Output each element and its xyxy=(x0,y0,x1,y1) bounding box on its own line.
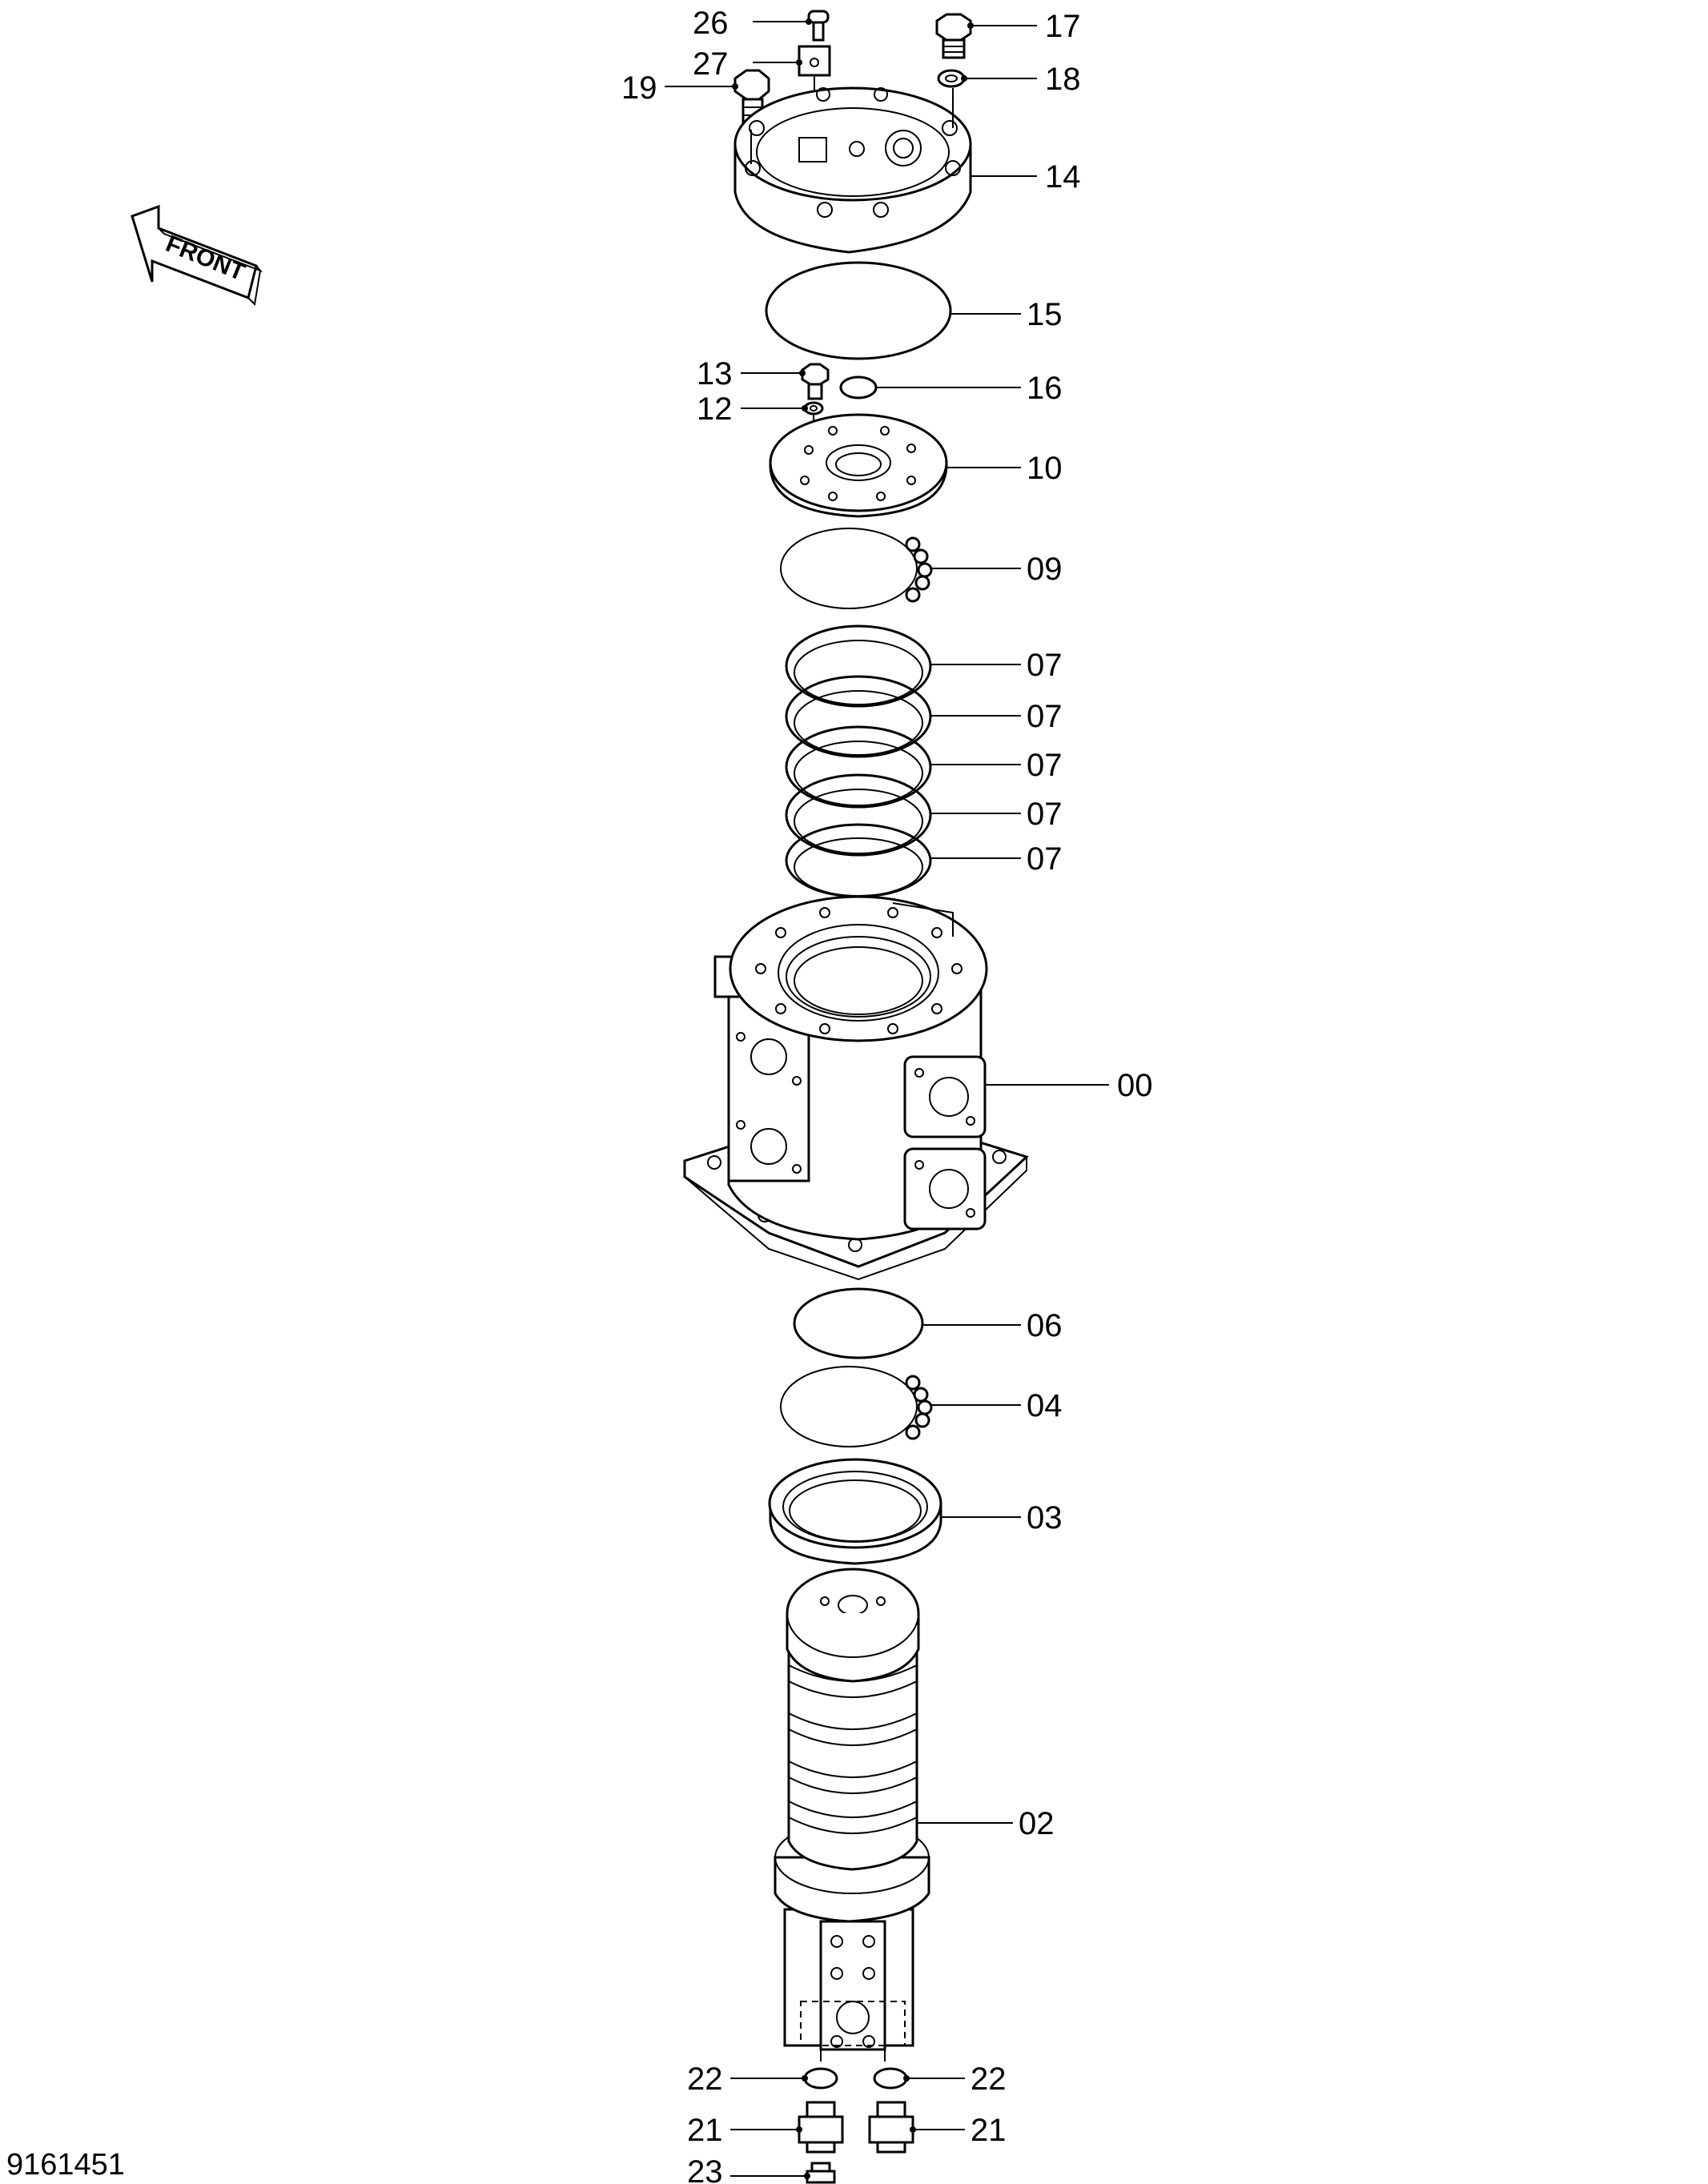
part-04-bearing-balls-icon xyxy=(780,1366,933,1447)
part-27-plate-icon xyxy=(798,45,831,77)
callout-12: 12 xyxy=(697,391,733,427)
callout-07e: 07 xyxy=(1027,841,1063,877)
part-07-seal-ring-2-icon xyxy=(785,675,932,758)
part-21-adapter-right-icon xyxy=(868,2101,914,2154)
part-07-seal-ring-3-icon xyxy=(785,725,932,809)
callout-07a: 07 xyxy=(1027,648,1063,683)
callout-13: 13 xyxy=(697,356,733,391)
callout-21b: 21 xyxy=(971,2113,1007,2148)
part-26-screw-icon xyxy=(807,10,830,42)
part-14-cover-icon xyxy=(733,86,972,254)
callout-23: 23 xyxy=(687,2154,723,2184)
part-15-o-ring-icon xyxy=(765,261,952,360)
callout-06: 06 xyxy=(1027,1308,1063,1343)
part-09-bearing-balls-icon xyxy=(780,528,933,609)
part-02-spindle-icon xyxy=(774,1568,930,2051)
part-16-o-ring-icon xyxy=(839,375,878,399)
callout-07c: 07 xyxy=(1027,748,1063,783)
part-07-seal-ring-5-icon xyxy=(785,823,932,898)
callout-14: 14 xyxy=(1045,159,1081,195)
callout-10: 10 xyxy=(1027,451,1063,486)
part-22-o-ring-left-icon xyxy=(803,2067,838,2090)
callout-02: 02 xyxy=(1019,1806,1055,1841)
callout-22b: 22 xyxy=(971,2062,1007,2097)
part-03-retainer-ring-icon xyxy=(768,1458,942,1565)
callout-22a: 22 xyxy=(687,2062,723,2097)
callout-18: 18 xyxy=(1045,62,1081,97)
callout-00: 00 xyxy=(1117,1068,1153,1103)
callout-26: 26 xyxy=(693,6,729,41)
callout-17: 17 xyxy=(1045,9,1081,44)
part-00-swivel-body-icon xyxy=(683,895,1029,1281)
part-06-o-ring-icon xyxy=(793,1287,924,1359)
part-10-plate-icon xyxy=(769,413,948,518)
part-23-plug-icon xyxy=(806,2162,836,2184)
part-21-adapter-left-icon xyxy=(798,2101,844,2154)
callout-21a: 21 xyxy=(687,2113,723,2148)
part-07-seal-ring-1-icon xyxy=(785,624,932,708)
diagram-code: 9161451 xyxy=(6,2148,125,2182)
callout-03: 03 xyxy=(1027,1500,1063,1536)
part-07-seal-ring-4-icon xyxy=(785,773,932,857)
callout-15: 15 xyxy=(1027,297,1063,332)
callout-07b: 07 xyxy=(1027,699,1063,734)
callout-04: 04 xyxy=(1027,1388,1063,1423)
callout-19: 19 xyxy=(621,70,657,106)
callout-07d: 07 xyxy=(1027,797,1063,832)
part-22-o-ring-right-icon xyxy=(873,2067,908,2090)
callout-27: 27 xyxy=(693,46,729,82)
callout-16: 16 xyxy=(1027,371,1063,406)
front-arrow-icon: FRONT xyxy=(131,204,263,307)
callout-09: 09 xyxy=(1027,552,1063,587)
part-18-washer-icon xyxy=(937,69,966,88)
part-13-bolt-icon xyxy=(801,363,830,400)
part-17-bolt-icon xyxy=(935,13,972,59)
